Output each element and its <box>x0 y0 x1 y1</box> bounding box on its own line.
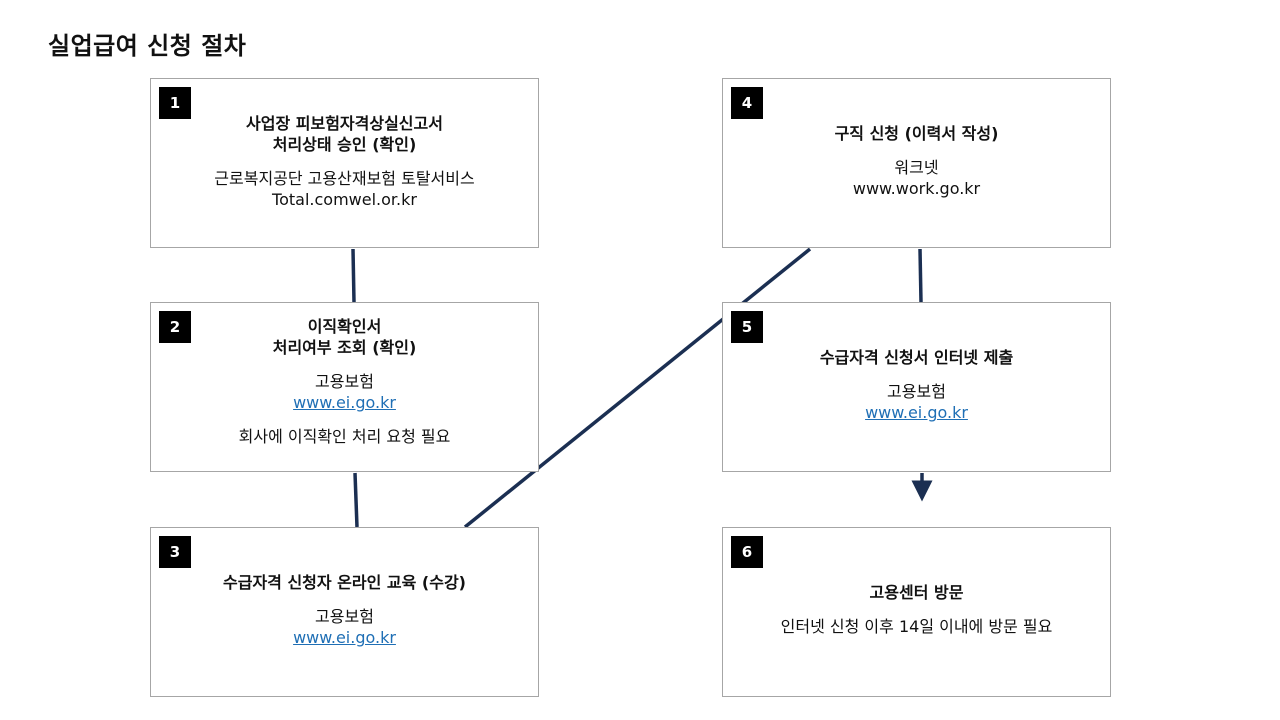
step-service-name: 고용보험 <box>315 372 374 391</box>
step-url-link[interactable]: www.ei.go.kr <box>293 628 396 647</box>
step-number-badge: 4 <box>731 87 763 119</box>
step-6-box: 6 고용센터 방문 인터넷 신청 이후 14일 이내에 방문 필요 <box>722 527 1111 697</box>
step-heading-line: 수급자격 신청서 인터넷 제출 <box>819 348 1014 367</box>
step-number-badge: 2 <box>159 311 191 343</box>
step-url-link[interactable]: www.ei.go.kr <box>865 403 968 422</box>
step-url-text: www.work.go.kr <box>852 179 981 198</box>
step-number-badge: 3 <box>159 536 191 568</box>
connector-2-3 <box>353 472 359 528</box>
step-heading-line: 수급자격 신청자 온라인 교육 (수강) <box>223 573 466 592</box>
page-title: 실업급여 신청 절차 <box>48 32 247 60</box>
step-heading-line: 처리상태 승인 (확인) <box>272 135 417 154</box>
step-service-name: 고용보험 <box>887 382 946 401</box>
step-note: 회사에 이직확인 처리 요청 필요 <box>238 427 451 446</box>
step-heading-line: 이직확인서 <box>307 317 382 336</box>
step-3-box: 3 수급자격 신청자 온라인 교육 (수강) 고용보험 www.ei.go.kr <box>150 527 539 697</box>
connector-4-5 <box>918 248 923 303</box>
step-number-badge: 1 <box>159 87 191 119</box>
step-url-link[interactable]: www.ei.go.kr <box>293 393 396 412</box>
step-heading-line: 사업장 피보험자격상실신고서 <box>246 114 443 133</box>
step-service-name: 근로복지공단 고용산재보험 토탈서비스 <box>214 169 475 188</box>
step-heading-line: 처리여부 조회 (확인) <box>272 338 417 357</box>
connector-3-4 <box>463 247 812 529</box>
step-heading-line: 구직 신청 (이력서 작성) <box>834 124 999 143</box>
step-4-box: 4 구직 신청 (이력서 작성) 워크넷 www.work.go.kr <box>722 78 1111 248</box>
step-url-text: Total.comwel.or.kr <box>272 190 417 209</box>
step-2-box: 2 이직확인서 처리여부 조회 (확인) 고용보험 www.ei.go.kr 회… <box>150 302 539 472</box>
step-number-badge: 5 <box>731 311 763 343</box>
connector-1-2 <box>351 248 356 303</box>
step-1-box: 1 사업장 피보험자격상실신고서 처리상태 승인 (확인) 근로복지공단 고용산… <box>150 78 539 248</box>
step-note: 인터넷 신청 이후 14일 이내에 방문 필요 <box>780 617 1053 636</box>
step-heading-line: 고용센터 방문 <box>869 583 964 602</box>
step-service-name: 워크넷 <box>894 158 939 177</box>
step-service-name: 고용보험 <box>315 607 374 626</box>
step-number-badge: 6 <box>731 536 763 568</box>
step-5-box: 5 수급자격 신청서 인터넷 제출 고용보험 www.ei.go.kr <box>722 302 1111 472</box>
